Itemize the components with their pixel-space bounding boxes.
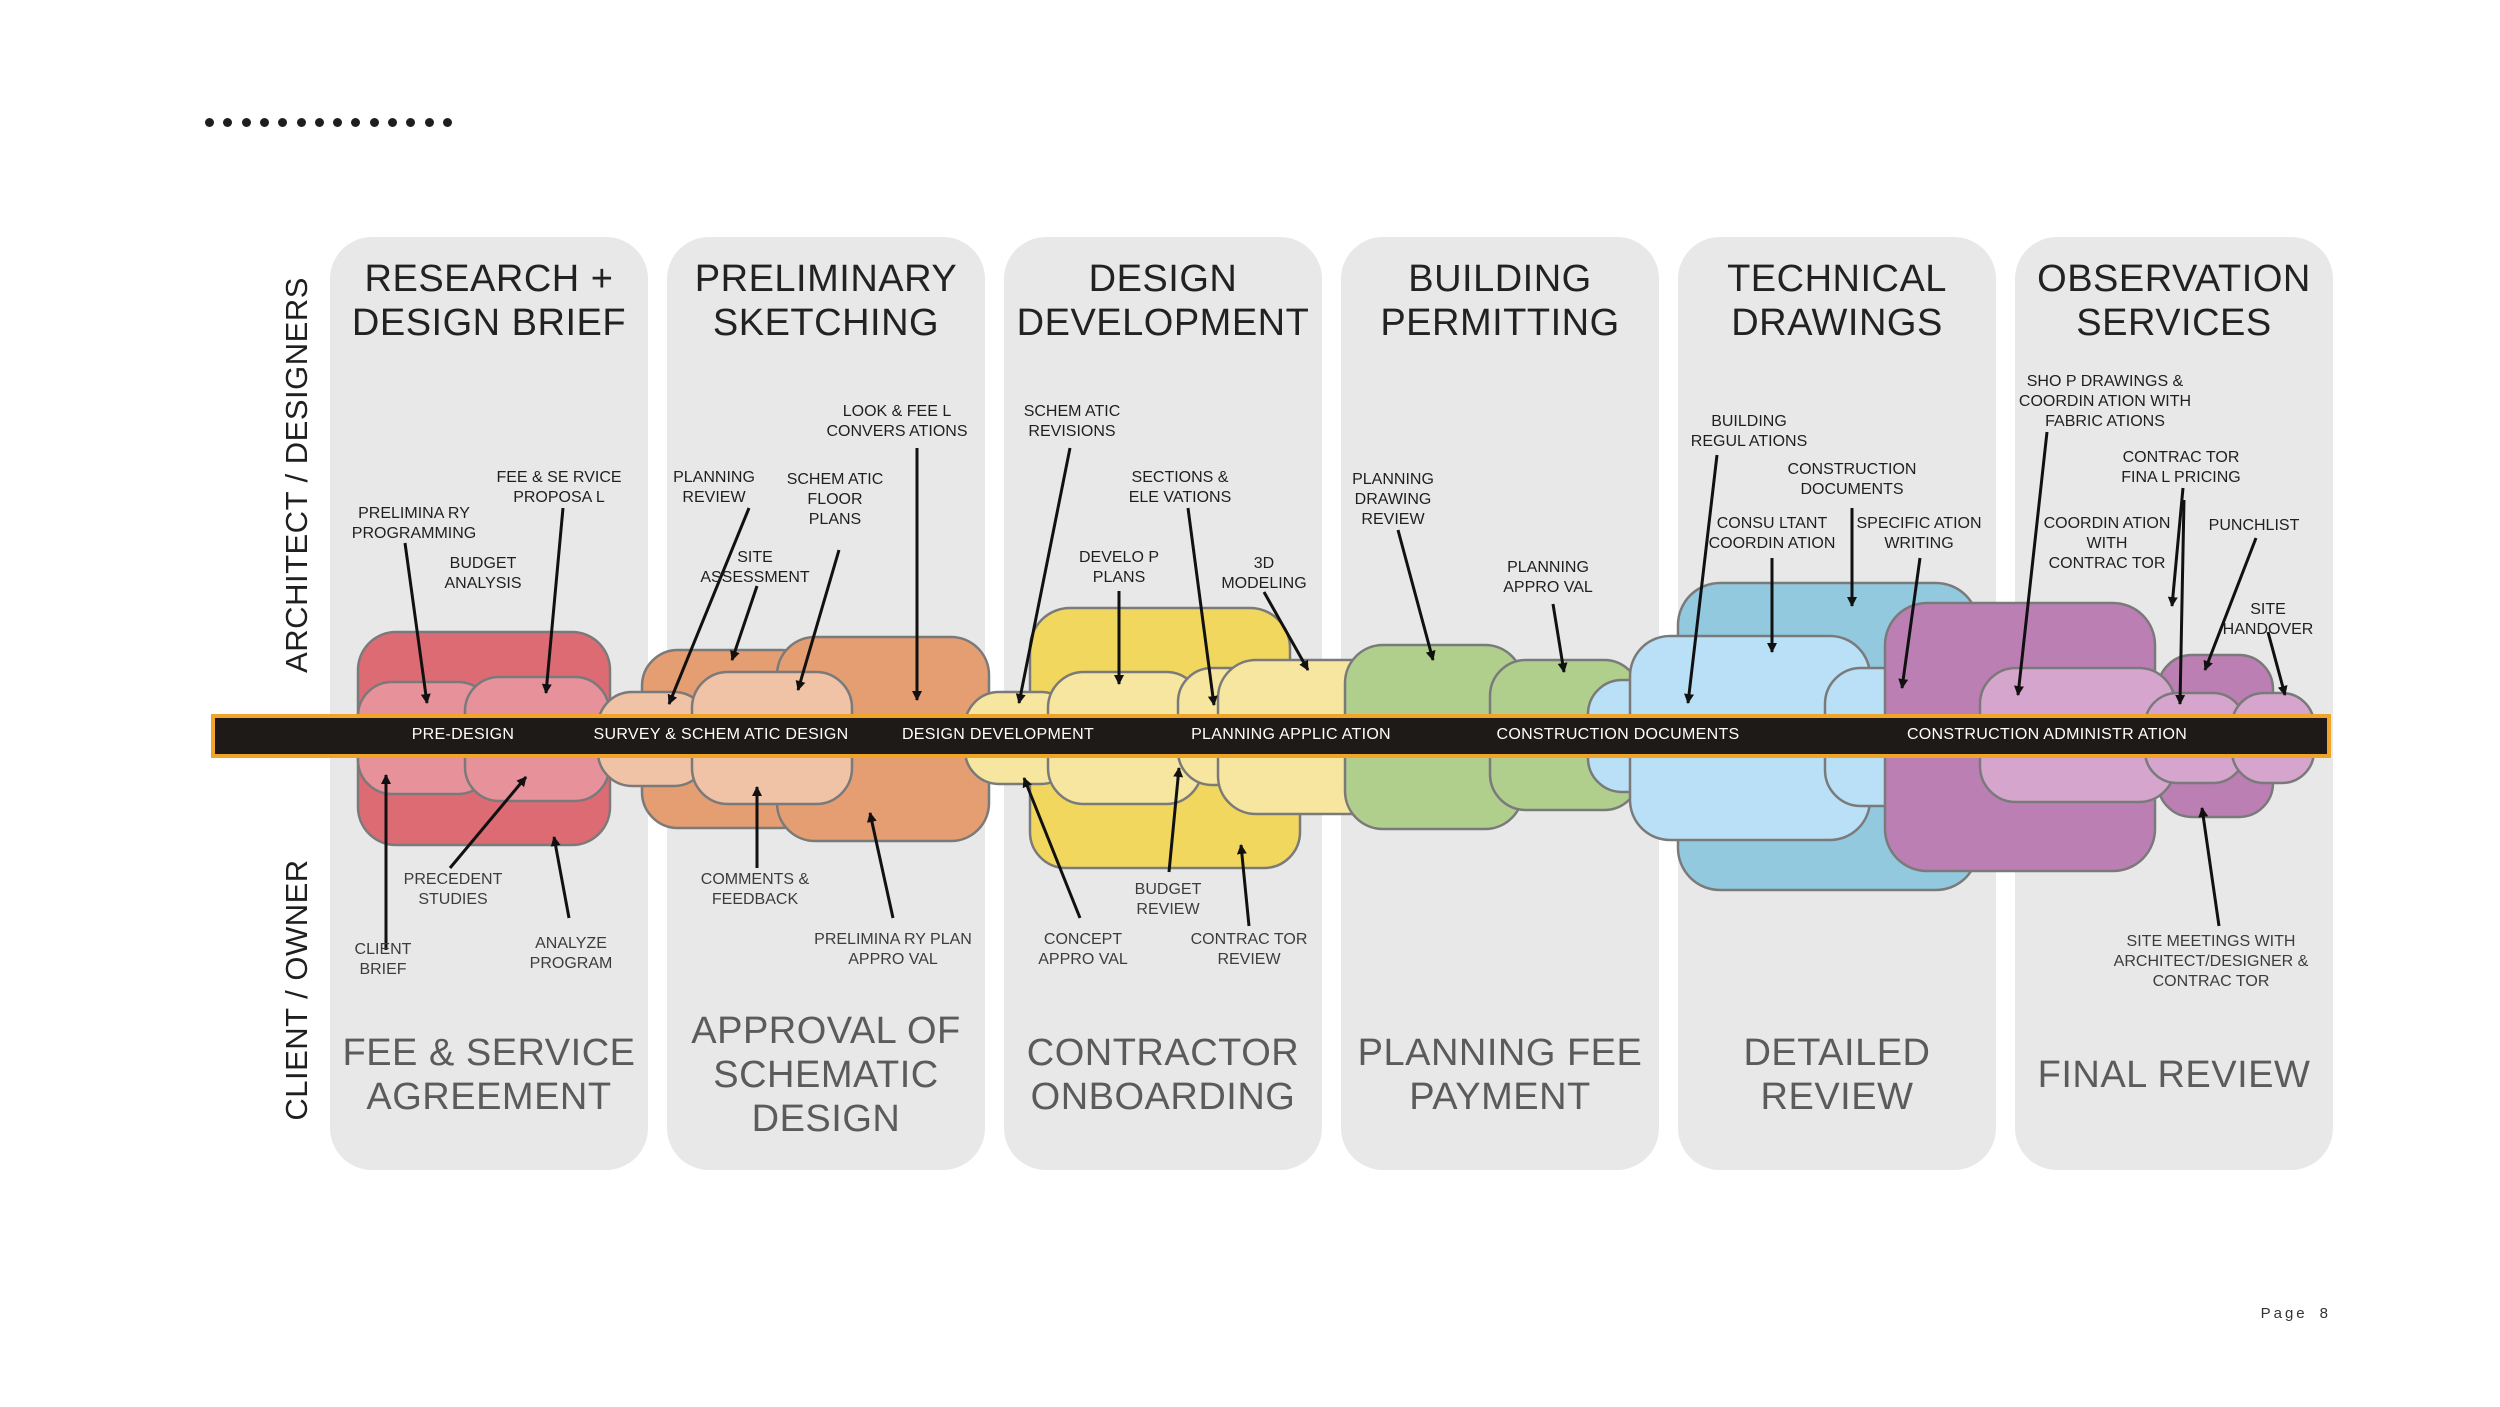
connector-arrow (1262, 591, 1310, 671)
task-label: SCHEM ATIC REVISIONS (1023, 403, 1121, 440)
connector-arrow (1186, 507, 1218, 706)
task-label: COORDIN ATION WITH CONTRAC TOR (2043, 515, 2171, 572)
connector-arrow (1167, 767, 1184, 873)
client-task-label: PRELIMINA RY PLAN APPRO VAL (814, 931, 972, 968)
phase-client-milestone: CONTRACTOR ONBOARDING (1026, 1032, 1300, 1118)
connector-arrow (1684, 454, 1719, 704)
timeline-band (211, 714, 2331, 758)
connector-arrow (550, 836, 571, 919)
connector-arrow (2203, 537, 2258, 671)
connector-arrow (1022, 777, 1082, 919)
phase-title: RESEARCH + DESIGN BRIEF (351, 258, 627, 344)
connector-arrow (730, 585, 759, 661)
connector-arrow (2014, 431, 2049, 696)
task-label: SITE ASSESSMENT (700, 549, 810, 586)
decor-dot (351, 118, 361, 127)
connector-arrow (1015, 447, 1072, 704)
task-label: SECTIONS & ELE VATIONS (1128, 469, 1232, 506)
task-label: SHO P DRAWINGS & COORDIN ATION WITH FABR… (2018, 373, 2192, 430)
decor-dot (278, 118, 288, 127)
decor-dot (406, 118, 416, 127)
connector-arrow (867, 812, 895, 919)
decor-dot (223, 118, 233, 127)
timeline-label-schematic: SURVEY & SCHEM ATIC DESIGN (593, 726, 849, 743)
task-label: BUILDING REGUL ATIONS (1690, 413, 1808, 450)
task-label: PRELIMINA RY PROGRAMMING (351, 505, 477, 542)
connector-arrow (1236, 844, 1251, 927)
connector-arrow (403, 542, 431, 704)
task-label: PUNCHLIST (2208, 517, 2300, 534)
client-task-label: PRECEDENT STUDIES (403, 871, 503, 908)
connector-arrow (1396, 529, 1436, 661)
client-task-label: ANALYZE PROGRAM (529, 935, 613, 972)
task-label: PLANNING REVIEW (673, 469, 755, 506)
decor-dot (205, 118, 214, 127)
phase-title: DESIGN DEVELOPMENT (1016, 258, 1310, 344)
client-task-label: CLIENT BRIEF (354, 941, 412, 978)
connector-arrow (1898, 557, 1922, 689)
timeline-label-construction-docs: CONSTRUCTION DOCUMENTS (1496, 726, 1740, 743)
phase-title: PRELIMINARY SKETCHING (694, 258, 958, 344)
decor-dot (442, 118, 452, 127)
decor-dot (388, 118, 397, 127)
phase-title: BUILDING PERMITTING (1380, 258, 1620, 344)
task-label: BUDGET ANALYSIS (444, 555, 522, 592)
connector-arrow (448, 776, 528, 869)
phase-client-milestone: DETAILED REVIEW (1743, 1032, 1931, 1118)
phase-client-milestone: FEE & SERVICE AGREEMENT (342, 1032, 636, 1118)
connector-arrow (667, 507, 751, 705)
decor-dot (333, 118, 343, 127)
connector-arrow (541, 507, 565, 694)
connector-arrow (2198, 807, 2221, 927)
client-task-label: COMMENTS & FEEDBACK (700, 871, 810, 908)
task-label: CONTRAC TOR FINA L PRICING (2121, 449, 2241, 486)
client-task-label: CONCEPT APPRO VAL (1038, 931, 1128, 968)
timeline-label-design-development: DESIGN DEVELOPMENT (901, 726, 1095, 743)
connector-arrow (2266, 631, 2288, 696)
decor-dot (259, 118, 269, 127)
connector-arrow (2167, 487, 2185, 607)
phase-title: TECHNICAL DRAWINGS (1727, 258, 1947, 344)
decor-dot (296, 118, 306, 127)
decorative-dot-row (205, 118, 465, 148)
phase-title: OBSERVATION SERVICES (2037, 258, 2311, 344)
phase-client-milestone: PLANNING FEE PAYMENT (1357, 1032, 1643, 1118)
decor-dot (241, 118, 251, 127)
timeline-label-planning: PLANNING APPLIC ATION (1191, 726, 1391, 743)
task-label: PLANNING APPRO VAL (1503, 559, 1593, 596)
connector-arrow (795, 549, 841, 691)
phase-client-milestone: FINAL REVIEW (2037, 1054, 2311, 1096)
task-label: SITE HANDOVER (2222, 601, 2314, 638)
task-label: DEVELO P PLANS (1078, 549, 1160, 586)
decor-dot (314, 118, 324, 127)
task-label: SCHEM ATIC FLOOR PLANS (786, 471, 884, 528)
page-label: Page (2260, 1305, 2308, 1322)
client-task-label: BUDGET REVIEW (1134, 881, 1202, 918)
decor-dot (424, 118, 434, 127)
page-footer: Page 8 (2261, 1305, 2328, 1322)
page-number: 8 (2319, 1305, 2328, 1322)
timeline-label-pre-design: PRE-DESIGN (411, 726, 515, 743)
client-task-label: CONTRAC TOR REVIEW (1190, 931, 1308, 968)
task-label: PLANNING DRAWING REVIEW (1352, 471, 1434, 528)
task-label: CONSTRUCTION DOCUMENTS (1787, 461, 1917, 498)
task-label: FEE & SE RVICE PROPOSA L (496, 469, 622, 506)
client-task-label: SITE MEETINGS WITH ARCHITECT/DESIGNER & … (2113, 933, 2309, 990)
task-label: LOOK & FEE L CONVERS ATIONS (826, 403, 968, 440)
task-label: CONSU LTANT COORDIN ATION (1708, 515, 1836, 552)
connector-arrow (1551, 603, 1568, 673)
phase-client-milestone: APPROVAL OF SCHEMATIC DESIGN (691, 1010, 961, 1140)
decor-dot (369, 118, 379, 127)
connector-arrow (2175, 499, 2186, 705)
task-label: SPECIFIC ATION WRITING (1856, 515, 1982, 552)
timeline-label-construction-admin: CONSTRUCTION ADMINISTR ATION (1906, 726, 2188, 743)
task-label: 3D MODELING (1221, 555, 1307, 592)
